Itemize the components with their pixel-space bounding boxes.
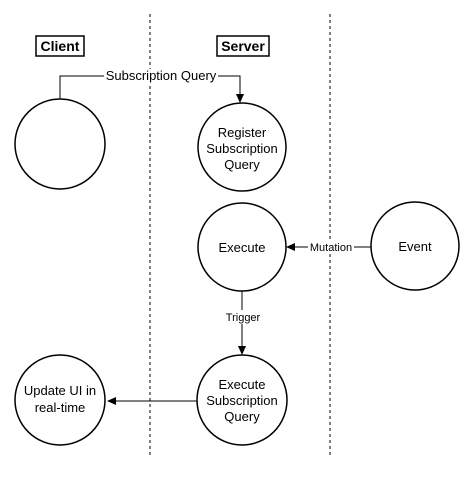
node-event-label: Event — [398, 239, 432, 254]
server-column-header: Server — [216, 35, 270, 57]
node-register-line-3: Query — [224, 157, 260, 172]
edge-label-trigger: Trigger — [226, 312, 261, 324]
client-column-header: Client — [35, 35, 85, 57]
node-update-ui-line-2: real-time — [35, 400, 86, 415]
node-execute-subscription-line-1: Execute — [219, 377, 266, 392]
edge-label-subscription-query: Subscription Query — [106, 68, 217, 83]
edge-subscription-query: Subscription Query — [59, 68, 244, 103]
node-update-ui-line-1: Update UI in — [24, 383, 96, 398]
edge-label-mutation: Mutation — [310, 242, 352, 254]
node-execute-label: Execute — [219, 240, 266, 255]
node-register-line-2: Subscription — [206, 141, 278, 156]
node-client — [14, 98, 106, 190]
node-execute-subscription-line-3: Query — [224, 409, 260, 424]
node-register-subscription-query: Register Subscription Query — [197, 102, 287, 192]
node-update-ui: Update UI in real-time — [14, 354, 106, 446]
edge-mutation: Mutation — [286, 240, 371, 254]
node-execute-subscription-query: Execute Subscription Query — [196, 354, 288, 446]
client-header-label: Client — [41, 38, 80, 54]
server-header-label: Server — [221, 38, 265, 54]
node-execute-subscription-line-2: Subscription — [206, 393, 278, 408]
node-register-line-1: Register — [218, 125, 267, 140]
edge-trigger: Trigger — [226, 291, 261, 355]
node-event: Event — [370, 201, 460, 291]
node-execute: Execute — [197, 202, 287, 292]
